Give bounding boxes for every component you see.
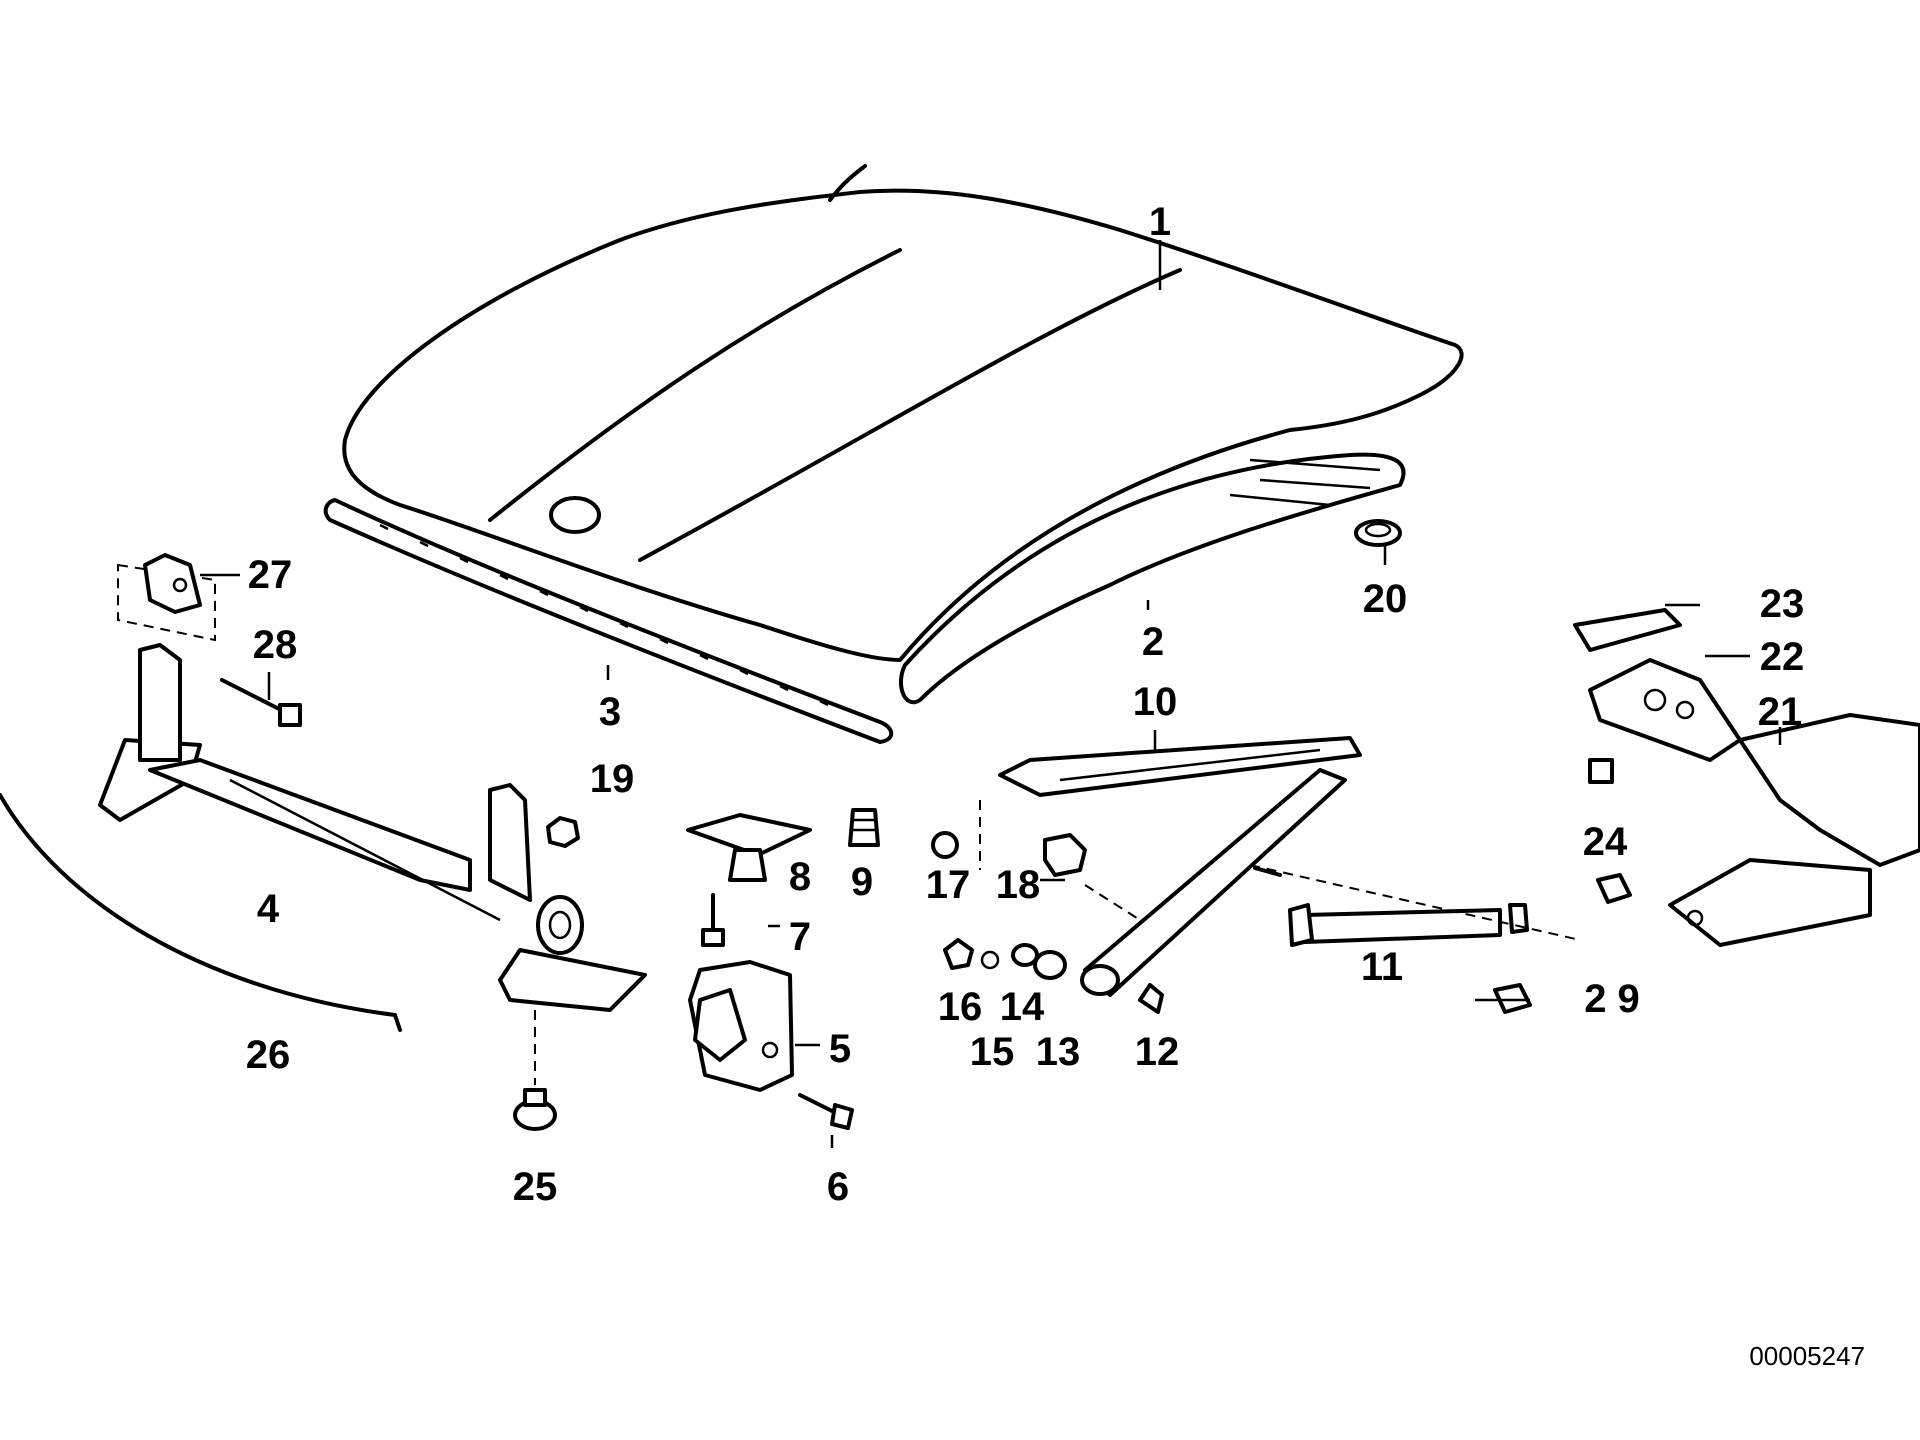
callout-25: 25 bbox=[513, 1165, 558, 1209]
callout-10: 10 bbox=[1133, 680, 1178, 724]
callout-5: 5 bbox=[829, 1027, 851, 1071]
callout-21: 21 bbox=[1758, 690, 1803, 734]
callout-23: 23 bbox=[1760, 582, 1805, 626]
callout-20: 20 bbox=[1363, 577, 1408, 621]
front-seal-strip bbox=[323, 498, 894, 744]
callout-15: 15 bbox=[970, 1030, 1015, 1074]
callout-8: 8 bbox=[789, 855, 811, 899]
hood-lock bbox=[688, 960, 794, 1092]
rear-seal bbox=[899, 452, 1406, 705]
right-hinge bbox=[1573, 608, 1920, 947]
callout-3: 3 bbox=[599, 690, 621, 734]
clip-29 bbox=[1493, 983, 1532, 1014]
support-arm bbox=[998, 736, 1362, 997]
callout-26: 26 bbox=[246, 1033, 291, 1077]
callout-16: 16 bbox=[938, 985, 983, 1029]
callout-14: 14 bbox=[1000, 985, 1045, 1029]
hinge-bracket bbox=[117, 553, 216, 642]
hinge-bolt bbox=[220, 678, 302, 727]
callout-labels: 1 2 3 4 5 6 7 8 9 10 11 12 13 14 15 16 1… bbox=[246, 200, 1805, 1209]
callout-19: 19 bbox=[590, 757, 635, 801]
callout-13: 13 bbox=[1036, 1030, 1081, 1074]
callout-18: 18 bbox=[996, 863, 1041, 907]
callout-27: 27 bbox=[248, 553, 293, 597]
release-cable bbox=[0, 793, 402, 1032]
callout-1: 1 bbox=[1149, 200, 1171, 244]
callout-17: 17 bbox=[926, 863, 971, 907]
reference-number: 00005247 bbox=[1749, 1341, 1865, 1371]
callout-2: 2 bbox=[1142, 620, 1164, 664]
leader-lines bbox=[200, 240, 1782, 1148]
callout-6: 6 bbox=[827, 1165, 849, 1209]
small-fasteners bbox=[931, 800, 1164, 1014]
hinge-assembly bbox=[98, 643, 647, 1012]
rubber-buffer bbox=[848, 808, 880, 847]
lock-bracket bbox=[686, 813, 812, 947]
callout-12: 12 bbox=[1135, 1030, 1180, 1074]
callout-29: 2 9 bbox=[1584, 977, 1640, 1021]
callout-7: 7 bbox=[789, 915, 811, 959]
callout-24: 24 bbox=[1583, 820, 1628, 864]
callout-22: 22 bbox=[1760, 635, 1805, 679]
washer-nut bbox=[513, 1010, 557, 1131]
callout-28: 28 bbox=[253, 623, 298, 667]
hood-panel bbox=[342, 164, 1464, 662]
nut-19 bbox=[546, 816, 580, 848]
callout-9: 9 bbox=[851, 860, 873, 904]
callout-11: 11 bbox=[1361, 945, 1403, 989]
lock-bolt bbox=[798, 1093, 854, 1130]
gas-strut bbox=[1249, 864, 1581, 947]
callout-4: 4 bbox=[257, 887, 280, 931]
grommet bbox=[1354, 519, 1402, 547]
